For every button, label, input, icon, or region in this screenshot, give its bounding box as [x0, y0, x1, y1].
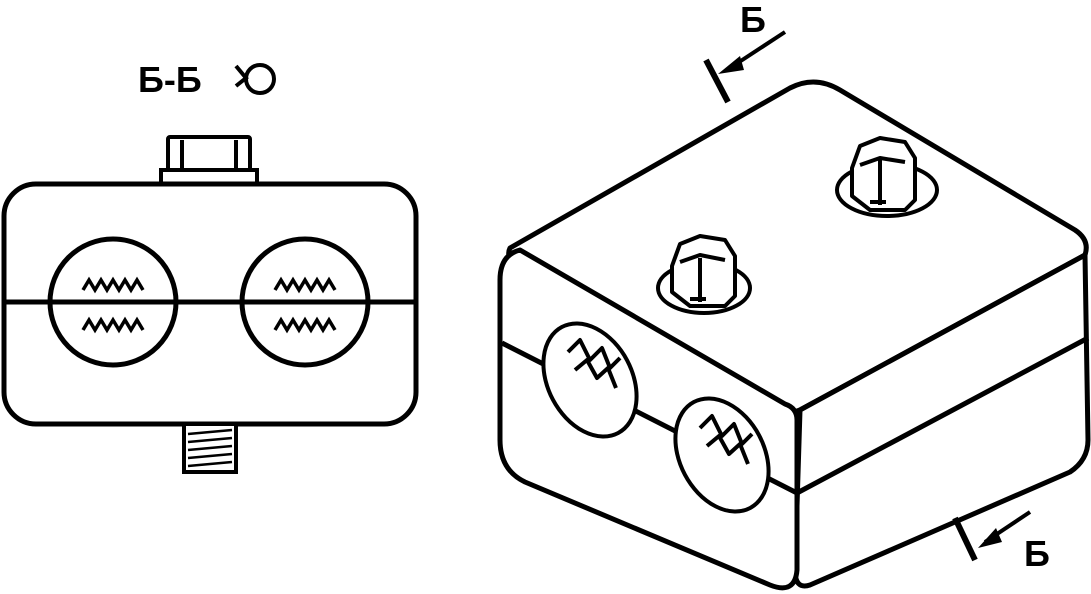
section-view: Б-Б [1, 59, 419, 474]
section-title: Б-Б [138, 59, 202, 100]
cut-mark-top-label: Б [740, 0, 766, 40]
cut-mark-bottom: Б [952, 510, 1050, 574]
pipe-hole-left [47, 236, 179, 368]
threaded-stud [182, 422, 238, 474]
pipe-hole-right [239, 236, 371, 368]
front-hole-right [673, 396, 771, 514]
bolt-back [835, 136, 939, 218]
bolt-front [656, 234, 752, 315]
rotate-ccw-icon [234, 63, 276, 95]
cut-mark-top: Б [703, 0, 787, 104]
split-line-right [795, 335, 1090, 496]
isometric-view [497, 79, 1091, 591]
front-hole-left [541, 321, 639, 439]
cut-mark-bottom-label: Б [1024, 533, 1050, 574]
bolt-head [159, 135, 259, 186]
